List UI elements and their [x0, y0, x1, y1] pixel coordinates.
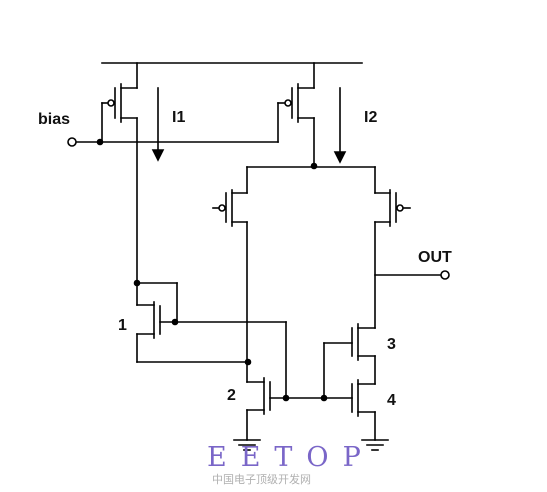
- i2-label: I2: [364, 109, 377, 126]
- transistor-1-label: 1: [118, 317, 127, 334]
- nmos-transistor-2: [246, 361, 325, 441]
- pmos-diff-left: [212, 166, 248, 363]
- pmos-gate-bubble: [396, 204, 404, 212]
- pmos-current-source-i2: [277, 62, 315, 166]
- bias-junction-dot: [96, 138, 104, 146]
- tail-junction-dot: [310, 162, 318, 170]
- ground-symbol-left: [233, 439, 261, 451]
- gate-junction-dot: [282, 394, 290, 402]
- pmos-current-source-i1: [101, 62, 138, 284]
- current-arrow-i2: [333, 87, 347, 164]
- transistor-4-label: 4: [387, 392, 396, 409]
- transistor-2-label: 2: [227, 387, 236, 404]
- i1-label: I1: [172, 109, 185, 126]
- bias-m1-junction-dot: [133, 279, 141, 287]
- pmos-gate-bubble: [107, 99, 115, 107]
- ground-symbol-right: [361, 439, 389, 451]
- bias-net: [75, 102, 279, 143]
- nmos-transistor-1: [136, 282, 287, 399]
- bias-label: bias: [38, 111, 70, 128]
- nmos-transistor-4: [323, 379, 376, 441]
- current-arrow-i1: [151, 87, 165, 162]
- out-label: OUT: [418, 249, 452, 266]
- pmos-gate-bubble: [284, 99, 292, 107]
- gate-junction-dot: [171, 318, 179, 326]
- watermark-subtitle: 中国电子顶级开发网: [212, 472, 311, 486]
- bias-terminal: [67, 137, 77, 147]
- pmos-gate-bubble: [218, 204, 226, 212]
- nmos-transistor-3: [323, 323, 376, 399]
- watermark-brand: EETOP: [207, 442, 375, 473]
- out-terminal: [440, 270, 450, 280]
- pmos-diff-right: [374, 166, 411, 329]
- transistor-3-label: 3: [387, 336, 396, 353]
